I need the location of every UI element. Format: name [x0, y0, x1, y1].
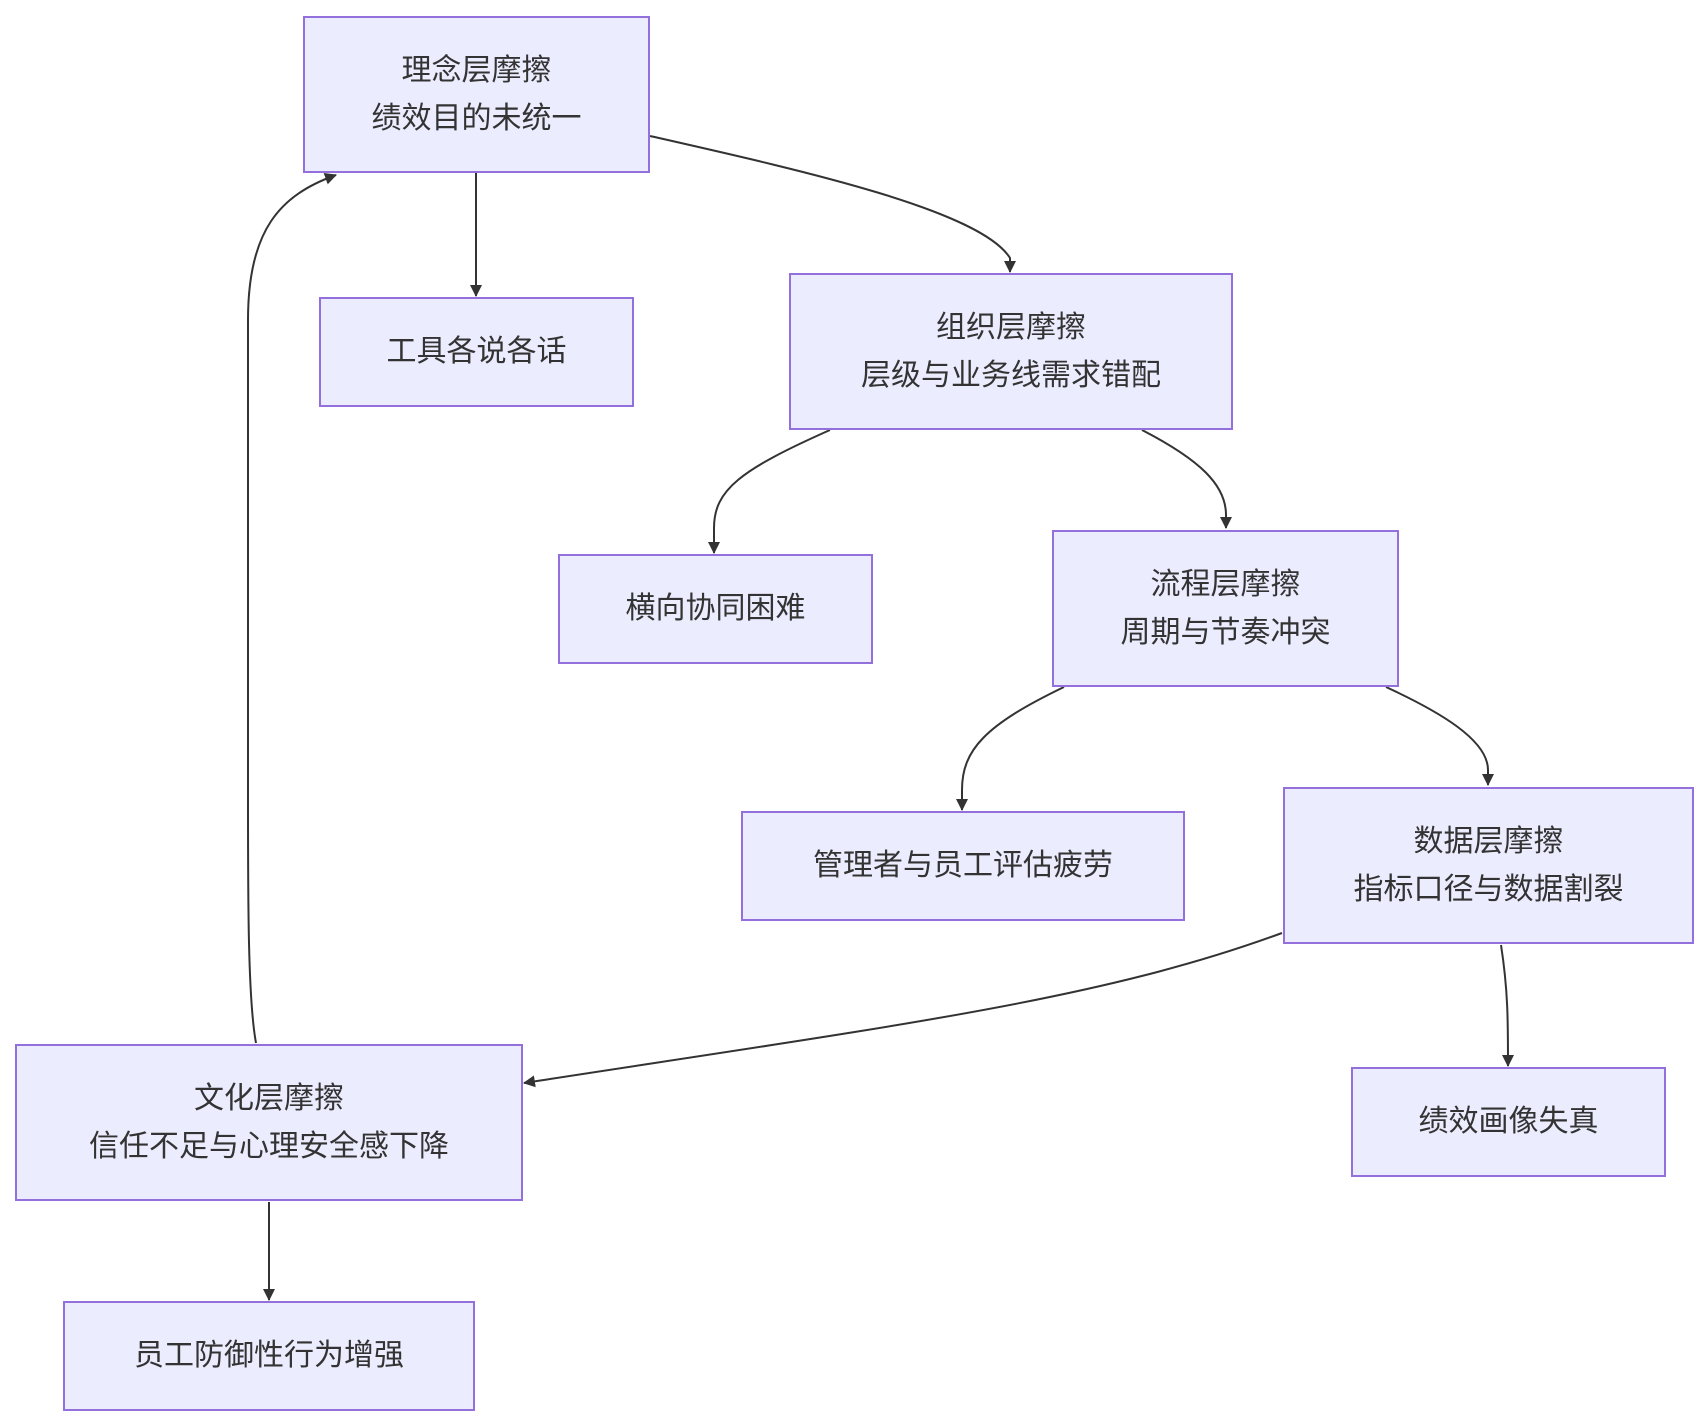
node-horizontal-title: 横向协同困难 — [625, 591, 806, 626]
node-process-title: 流程层摩擦 — [1150, 566, 1301, 602]
node-data-desc: 指标口径与数据割裂 — [1353, 871, 1624, 907]
node-concept-desc: 绩效目的未统一 — [371, 100, 582, 136]
node-tools-title: 工具各说各话 — [386, 334, 567, 369]
node-profile: 绩效画像失真 — [1351, 1067, 1666, 1177]
node-concept-title: 理念层摩擦 — [401, 52, 552, 88]
node-data-friction: 数据层摩擦 指标口径与数据割裂 — [1283, 787, 1694, 944]
node-data-title: 数据层摩擦 — [1413, 823, 1564, 859]
edge-concept-to-org — [649, 135, 1016, 273]
node-defense-title: 员工防御性行为增强 — [134, 1338, 404, 1373]
edge-process-to-fatigue — [956, 686, 1065, 811]
edge-org-to-horizontal — [708, 429, 831, 554]
node-culture-desc: 信任不足与心理安全感下降 — [89, 1128, 449, 1164]
node-culture-friction: 文化层摩擦 信任不足与心理安全感下降 — [15, 1044, 523, 1201]
edge-data-to-culture — [523, 932, 1283, 1088]
node-process-friction: 流程层摩擦 周期与节奏冲突 — [1052, 530, 1399, 687]
node-culture-title: 文化层摩擦 — [194, 1080, 344, 1116]
node-concept-friction: 理念层摩擦 绩效目的未统一 — [303, 16, 650, 173]
node-fatigue-title: 管理者与员工评估疲劳 — [813, 848, 1113, 883]
node-org-desc: 层级与业务线需求错配 — [861, 357, 1161, 393]
edge-data-to-profile — [1500, 944, 1514, 1067]
node-profile-title: 绩效画像失真 — [1418, 1104, 1599, 1139]
node-tools: 工具各说各话 — [319, 297, 634, 407]
edge-process-to-data — [1385, 686, 1494, 786]
edge-culture-to-concept — [247, 173, 337, 1044]
node-org-friction: 组织层摩擦 层级与业务线需求错配 — [789, 273, 1233, 430]
node-horizontal: 横向协同困难 — [558, 554, 873, 664]
node-process-desc: 周期与节奏冲突 — [1120, 614, 1331, 650]
node-fatigue: 管理者与员工评估疲劳 — [741, 811, 1185, 921]
node-defense: 员工防御性行为增强 — [63, 1301, 475, 1411]
edge-org-to-process — [1141, 429, 1232, 529]
node-org-title: 组织层摩擦 — [936, 309, 1086, 345]
